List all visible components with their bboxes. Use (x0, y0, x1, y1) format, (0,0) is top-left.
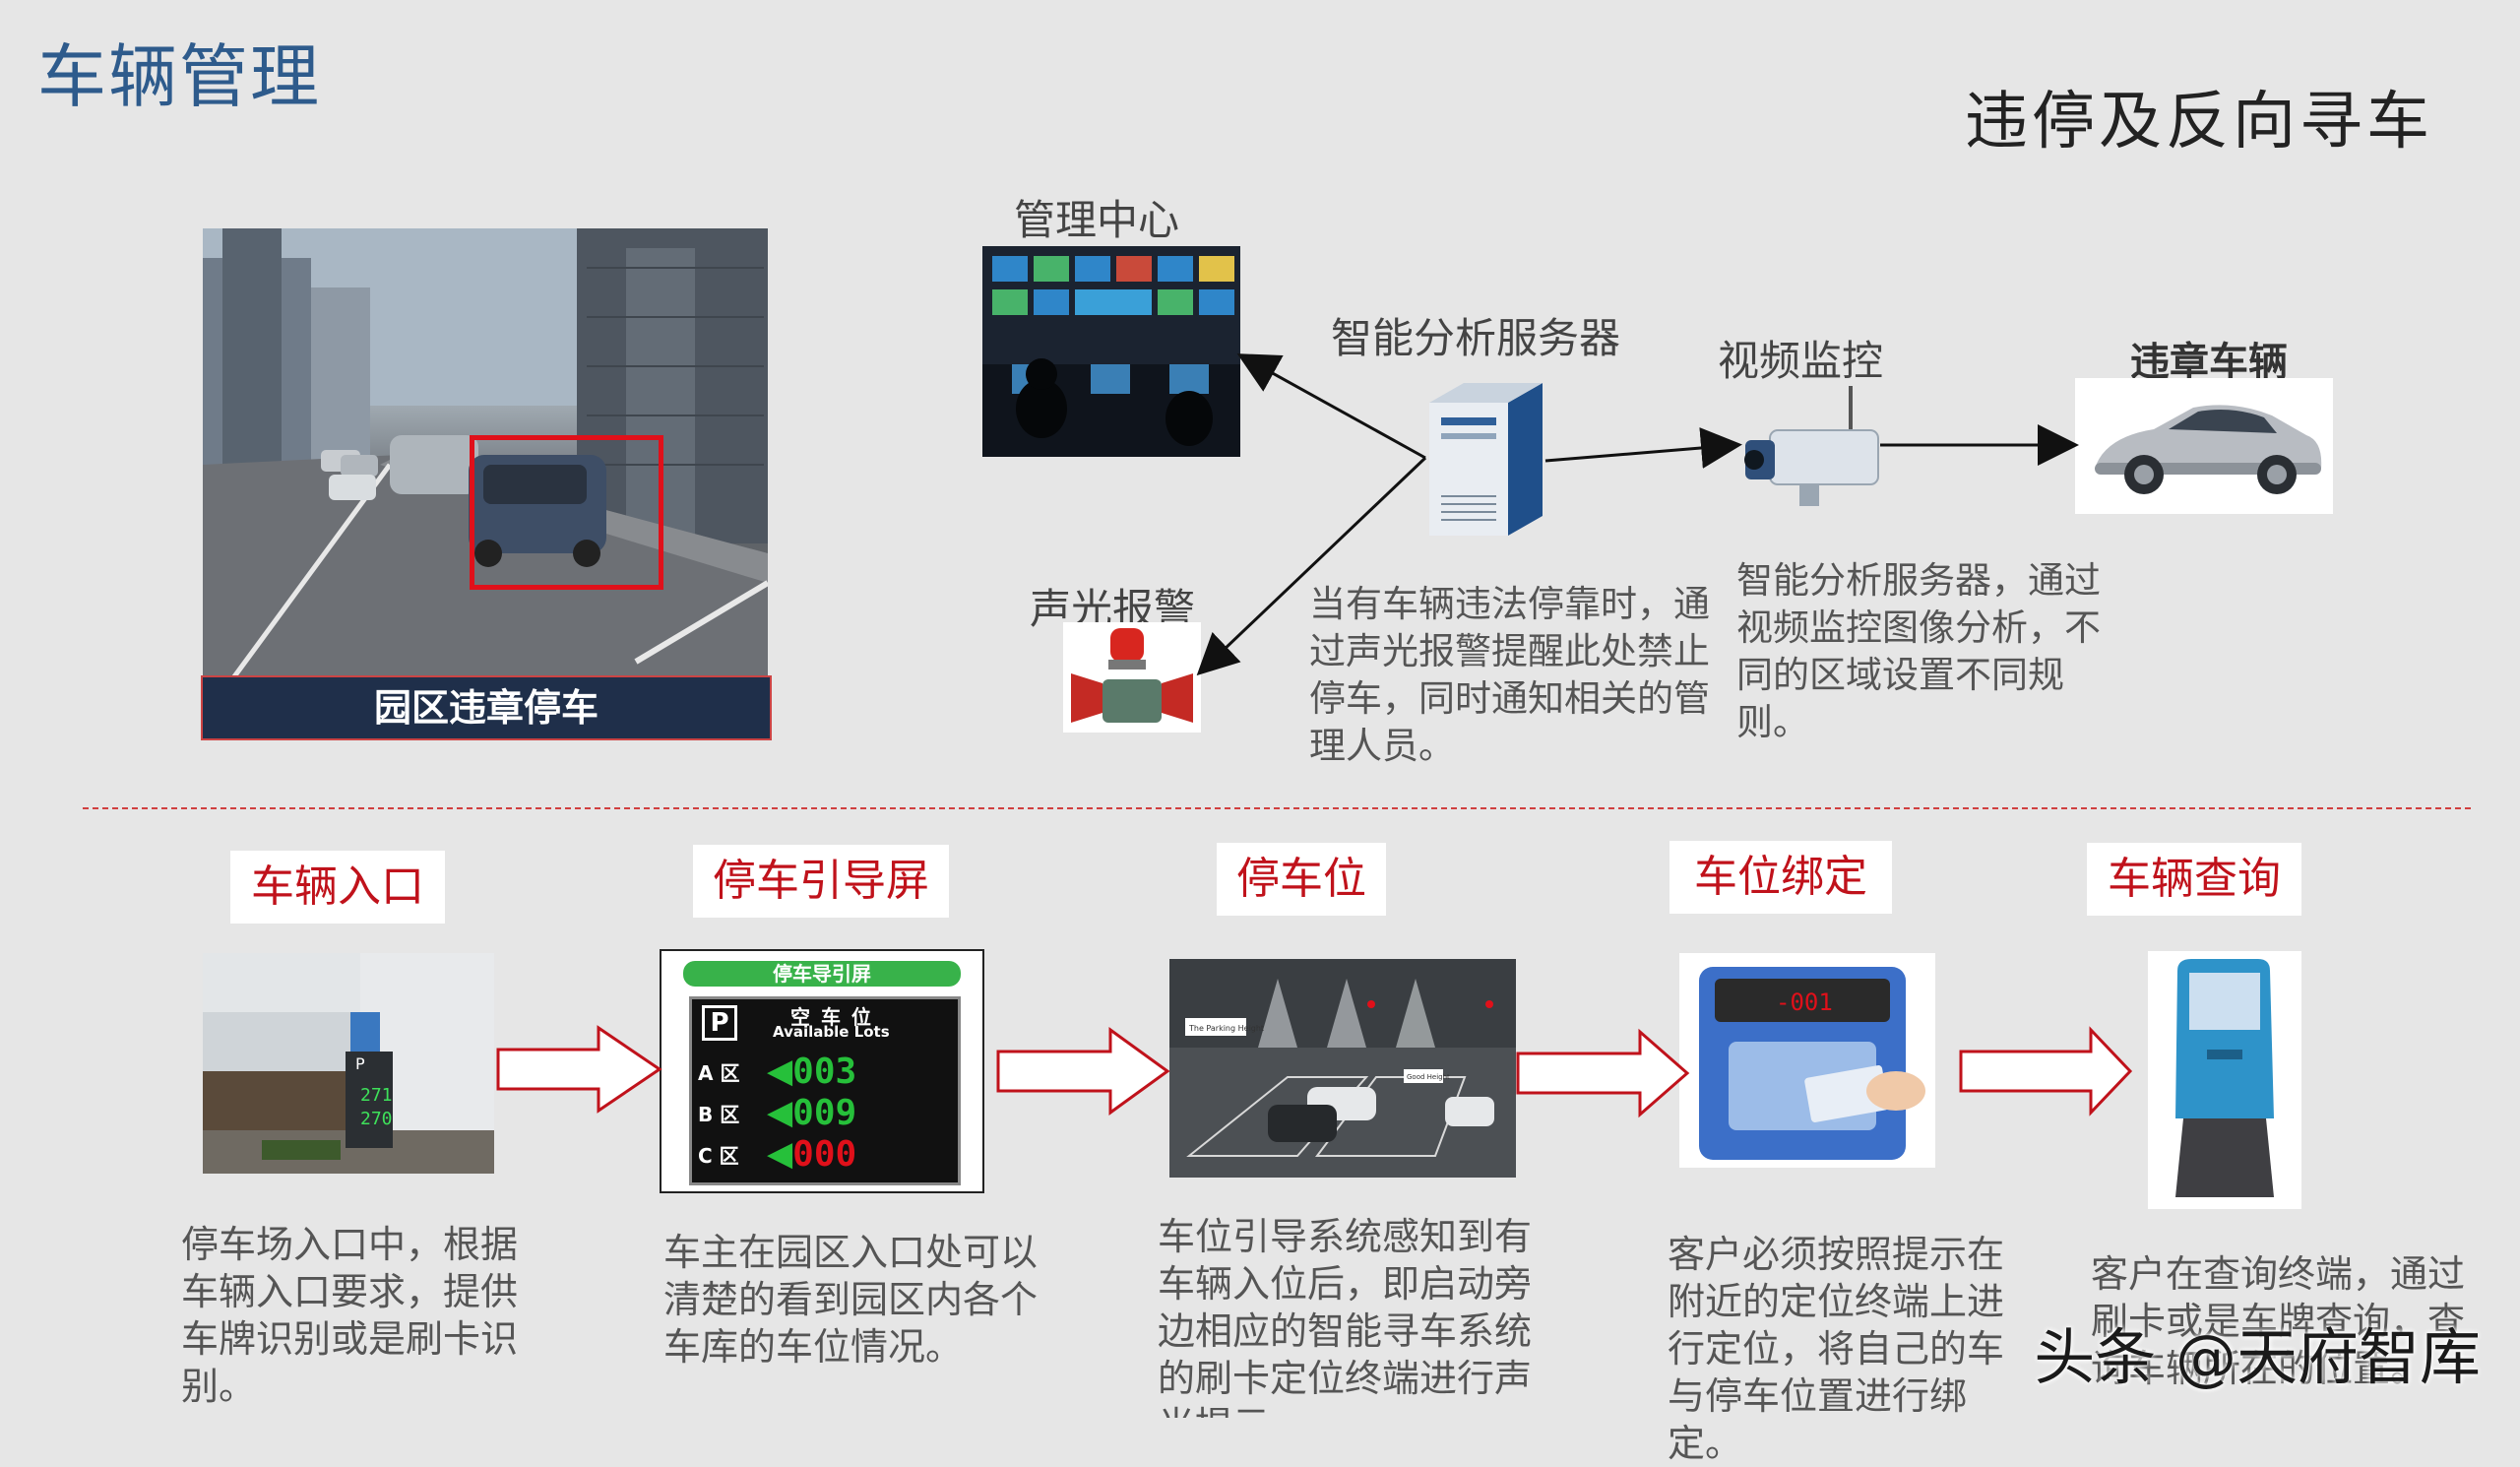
zone-c-count: 000 (792, 1133, 857, 1175)
detection-box (470, 435, 663, 590)
analysis-server-label: 智能分析服务器 (1331, 314, 1621, 362)
page-title: 车辆管理 (37, 36, 321, 117)
violation-vehicle-label: 违章车辆 (2130, 340, 2288, 385)
guide-title-cn: 空 车 位 (790, 1005, 873, 1029)
server-description: 智能分析服务器，通过视频监控图像分析，不同的区域设置不同规则。 (1736, 559, 2101, 743)
step-desc-guide-screen: 车主在园区入口处可以清楚的看到园区内各个车库的车位情况。 (663, 1231, 1039, 1369)
entrance-image: P 271 270 (203, 953, 494, 1174)
zone-a-count: 003 (792, 1051, 857, 1092)
step-desc-vehicle-query: 客户在查询终端，通过刷卡或是车牌查询，查询车辆所在的位置。 (2091, 1252, 2465, 1390)
server-icon (1429, 378, 1547, 540)
left-arrow-icon: ◀ (767, 1134, 793, 1174)
watermark: 头条 @天府智库 (2034, 1321, 2481, 1393)
section-divider (83, 807, 2471, 809)
left-arrow-icon: ◀ (767, 1093, 793, 1132)
parking-spot-image: The Parking Height Good Height (1169, 959, 1516, 1178)
step-desc-entrance: 停车场入口中，根据车辆入口要求，提供车牌识别或是刷卡识别。 (181, 1223, 519, 1408)
good-height-sign: Good Height (1407, 1073, 1450, 1081)
page-subtitle: 违停及反向寻车 (1965, 86, 2433, 159)
camera-icon (1740, 386, 1888, 518)
flow-arrows-top (1196, 353, 2079, 676)
left-arrow-icon: ◀ (767, 1052, 793, 1091)
right-arrow-icon (1959, 1026, 2133, 1116)
video-monitor-label: 视频监控 (1718, 337, 1884, 385)
parking-height-sign: The Parking Height (1188, 1024, 1264, 1033)
guide-screen-header: 停车导引屏 (683, 961, 961, 987)
control-room-image (982, 246, 1240, 457)
management-center-label: 管理中心 (1014, 196, 1180, 244)
zone-c-label: C 区 (698, 1143, 739, 1168)
entrance-count-2: 270 (360, 1109, 393, 1129)
card-terminal-image: -001 (1679, 953, 1935, 1168)
step-label-vehicle-query: 车辆查询 (2087, 843, 2301, 916)
step-label-entrance: 车辆入口 (230, 851, 445, 924)
terminal-display: -001 (1776, 989, 1833, 1016)
entrance-count-1: 271 (360, 1085, 393, 1106)
guide-title-en: Available Lots (773, 1023, 890, 1041)
right-arrow-icon (996, 1027, 1170, 1116)
alarm-icon (1063, 622, 1201, 733)
step-label-parking-spot: 停车位 (1217, 843, 1386, 916)
street-caption: 园区违章停车 (201, 675, 772, 740)
guide-screen-image: 停车导引屏 P 空 车 位 Available Lots A 区 ◀ 003 B… (660, 949, 984, 1193)
right-arrow-icon (496, 1025, 662, 1114)
step-label-spot-binding: 车位绑定 (1670, 841, 1892, 914)
zone-b-label: B 区 (698, 1102, 740, 1126)
street-photo (203, 228, 768, 679)
step-desc-parking-spot: 车位引导系统感知到有车辆入位后，即启动旁边相应的智能寻车系统的刷卡定位终端进行声… (1158, 1215, 1533, 1418)
right-arrow-icon (1516, 1028, 1690, 1118)
query-kiosk-image (2148, 951, 2301, 1209)
alarm-description: 当有车辆违法停靠时，通过声光报警提醒此处禁止停车，同时通知相关的管理人员。 (1309, 583, 1710, 767)
violation-car-image (2075, 378, 2333, 514)
zone-b-count: 009 (792, 1092, 857, 1133)
guide-rows: A 区 ◀ 003 B 区 ◀ 009 C 区 ◀ 000 (698, 1051, 952, 1175)
step-desc-spot-binding: 客户必须按照提示在附近的定位终端上进行定位，将自己的车与停车位置进行绑定。 (1668, 1233, 2005, 1465)
parking-p-symbol: P (702, 1005, 737, 1041)
flow-arrows-bottom (496, 1025, 2133, 1118)
zone-a-label: A 区 (698, 1060, 740, 1085)
step-label-guide-screen: 停车引导屏 (693, 845, 949, 918)
svg-text:P: P (355, 1054, 365, 1073)
